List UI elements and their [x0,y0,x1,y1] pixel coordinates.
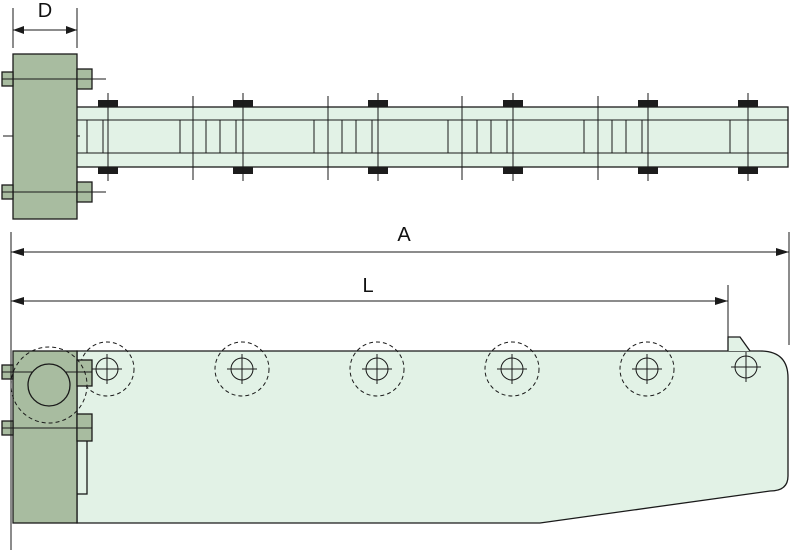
roller-hole [349,341,405,397]
arm-body [76,350,789,524]
rail-pads [98,93,758,181]
dimension-d-label: D [38,0,52,22]
roller-hole [214,341,270,397]
rail-top [3,93,789,181]
end-hole [731,352,761,382]
roller-outline-dashed [619,341,675,397]
mounting-block-top [1,53,106,220]
roller-hole [619,341,675,397]
roller-outline-dashed [349,341,405,397]
roller-hole [484,341,540,397]
dimension-l-label: L [362,275,373,297]
end-tab [727,336,751,352]
dimension-a-label: A [397,224,411,246]
roller-outline-dashed [484,341,540,397]
dimension-d: D [12,0,78,48]
roller-holes [79,341,675,397]
rail-segment-lines [86,96,731,180]
side-view [1,336,789,550]
dimension-a: A [10,224,790,345]
roller-outline-dashed [214,341,270,397]
dimension-l: L [11,275,729,345]
top-view: D [1,0,789,220]
mounting-block-side [1,345,93,550]
